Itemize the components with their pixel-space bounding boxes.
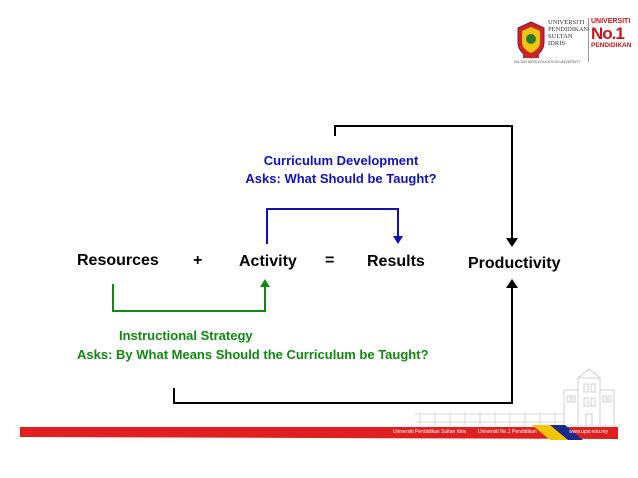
footer-university: Universiti Pendidikan Sultan Idris	[393, 429, 467, 435]
university-tagline: SULTAN IDRIS EDUCATION UNIVERSITY	[513, 60, 581, 64]
building-illustration-icon	[563, 368, 615, 426]
connector-bottom-productivity	[173, 288, 513, 404]
connector-activity-results	[266, 208, 399, 244]
term-activity: Activity	[239, 253, 297, 270]
arrowhead-results	[393, 236, 403, 244]
curriculum-title: Curriculum Development	[263, 153, 419, 168]
instructional-title: Instructional Strategy	[119, 328, 253, 343]
university-crest-icon	[517, 21, 545, 59]
arrowhead-bottom-productivity	[506, 279, 518, 288]
arrowhead-activity	[260, 279, 270, 287]
footer-band	[20, 425, 618, 440]
footer-website[interactable]: www.upsi.edu.my	[569, 429, 608, 435]
term-resources: Resources	[77, 252, 159, 269]
arrowhead-top-productivity	[506, 238, 518, 247]
instructional-question: Asks: By What Means Should the Curriculu…	[77, 347, 429, 362]
university-name: UNIVERSITI PENDIDIKAN SULTAN IDRIS	[548, 19, 589, 47]
connector-top-productivity	[334, 125, 513, 238]
curriculum-question: Asks: What Should be Taught?	[245, 171, 437, 186]
header-logo: UNIVERSITI PENDIDIKAN SULTAN IDRIS SULTA…	[512, 16, 632, 66]
fence-illustration-icon	[415, 412, 565, 426]
operator-equals: =	[325, 252, 335, 269]
term-results: Results	[367, 253, 425, 270]
brand-no1: UNIVERSITI No.1 PENDIDIKAN	[591, 18, 632, 49]
term-productivity: Productivity	[468, 255, 561, 272]
logo-divider	[588, 18, 589, 62]
operator-plus: +	[193, 252, 203, 269]
connector-resources-activity	[112, 284, 266, 312]
footer-slogan: Universiti No.1 Pendidikan	[478, 429, 537, 435]
